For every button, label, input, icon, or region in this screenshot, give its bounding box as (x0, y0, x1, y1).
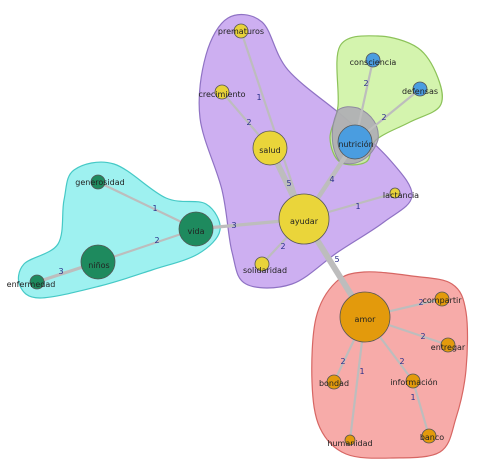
node-generosidad[interactable] (90, 174, 106, 190)
edge-weight-lactancia-ayudar: 1 (355, 202, 360, 211)
edge-weight-amor-humanidad: 1 (359, 367, 364, 376)
node-label-solidaridad: solidaridad (243, 266, 287, 275)
node-compartir[interactable] (434, 291, 450, 307)
node-label-bondad: bondad (319, 379, 349, 388)
edge-generosidad-vida (96, 180, 198, 231)
node-layer (29, 23, 456, 446)
node-humanidad[interactable] (344, 434, 356, 446)
node-label-amor: amor (355, 315, 377, 324)
edge-weight-nutricion-ayudar: 4 (329, 175, 334, 184)
node-entregar[interactable] (440, 337, 456, 353)
node-label-crecimiento: crecimiento (198, 90, 245, 99)
node-consciencia[interactable] (365, 52, 381, 68)
node-solidaridad[interactable] (254, 256, 270, 272)
edge-prematuros-ayudar (239, 29, 306, 221)
node-enfermedad[interactable] (29, 274, 45, 290)
edge-weight-enfermedad-ninos: 3 (58, 267, 63, 276)
edge-weight-generosidad-vida: 1 (152, 204, 157, 213)
edge-weight-amor-compartir: 2 (418, 298, 423, 307)
node-lactancia[interactable] (389, 187, 401, 199)
node-crecimiento[interactable] (214, 84, 230, 100)
node-label-nutricion: nutrición (338, 139, 373, 149)
node-label-prematuros: prematuros (218, 27, 264, 36)
node-label-compartir: compartir (422, 296, 462, 305)
edge-informacion-banco (411, 379, 431, 438)
node-defensas[interactable] (412, 81, 428, 97)
node-label-lactancia: lactancia (383, 191, 419, 200)
edge-weight-defensas-nutricion: 2 (381, 113, 386, 122)
node-label-banco: banco (420, 433, 444, 442)
node-ayudar[interactable] (278, 193, 330, 245)
node-amor[interactable] (339, 291, 391, 343)
edge-weight-salud-ayudar: 5 (286, 179, 291, 188)
node-vida[interactable] (178, 211, 214, 247)
cluster-cyan (17, 161, 221, 299)
edge-weight-ninos-vida: 2 (154, 236, 159, 245)
node-label-ayudar: ayudar (290, 217, 319, 226)
edge-weight-amor-bondad: 2 (340, 357, 345, 366)
edge-weight-amor-entregar: 2 (420, 332, 425, 341)
edge-weight-amor-informacion: 2 (399, 357, 404, 366)
node-ninos[interactable] (80, 244, 116, 280)
node-label-generosidad: generosidad (75, 178, 124, 187)
edge-weight-consciencia-nutricion: 2 (363, 79, 368, 88)
node-label-entregar: entregar (431, 343, 466, 352)
node-label-consciencia: consciencia (350, 58, 397, 67)
node-label-humanidad: humanidad (327, 439, 372, 448)
cluster-layer (17, 13, 469, 459)
node-label-enfermedad: enfermedad (7, 280, 56, 289)
node-label-ninos: niños (88, 261, 109, 270)
edge-weight-informacion-banco: 1 (410, 393, 415, 402)
edge-weight-crecimiento-salud: 2 (246, 118, 251, 127)
node-nutricion[interactable] (337, 124, 373, 160)
node-label-salud: salud (259, 146, 280, 155)
node-salud[interactable] (252, 130, 288, 166)
node-prematuros[interactable] (233, 23, 249, 39)
node-label-layer: prematuros crecimiento salud ayudar solidari… (7, 27, 466, 448)
node-label-vida: vida (188, 227, 205, 236)
edge-weight-vida-ayudar: 3 (231, 221, 236, 230)
node-informacion[interactable] (405, 373, 421, 389)
edge-weight-prematuros-ayudar: 1 (256, 93, 261, 102)
cluster-purple (198, 13, 413, 289)
node-label-informacion: información (390, 377, 437, 387)
node-label-defensas: defensas (402, 87, 438, 96)
edge-weight-solidaridad-ayudar: 2 (280, 242, 285, 251)
edge-weight-ayudar-amor: 5 (334, 255, 339, 264)
node-bondad[interactable] (326, 374, 342, 390)
edge-label-layer: 1 2 5 4 1 2 2 2 3 1 2 3 5 2 2 2 2 1 1 (58, 79, 425, 402)
node-banco[interactable] (421, 428, 437, 444)
